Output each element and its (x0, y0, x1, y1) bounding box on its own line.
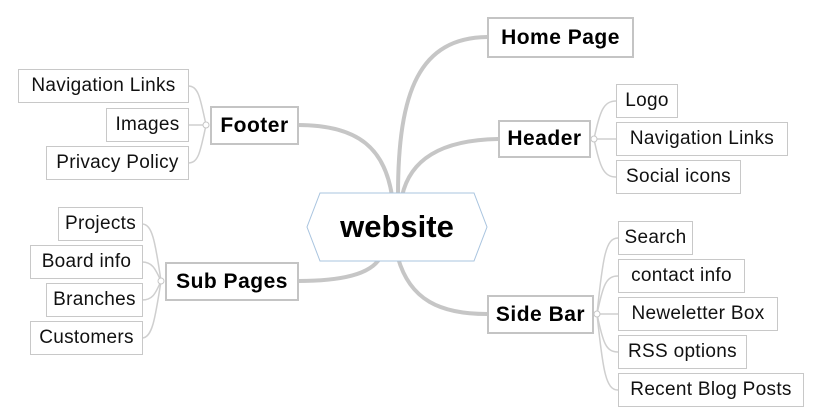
topic-label: Home Page (501, 25, 620, 49)
subtopic-branches[interactable]: Branches (46, 283, 143, 317)
subtopic-projects[interactable]: Projects (58, 207, 143, 241)
subtopic-logo[interactable]: Logo (616, 84, 678, 118)
topic-footer[interactable]: Footer (210, 106, 299, 145)
topic-sub-pages[interactable]: Sub Pages (165, 262, 299, 301)
topic-label: Side Bar (495, 302, 586, 326)
central-topic-label: website (340, 209, 454, 244)
subtopic-recent-blog-posts[interactable]: Recent Blog Posts (618, 373, 804, 407)
subtopic-newsletter-box[interactable]: Neweletter Box (618, 297, 778, 331)
topic-label: Footer (220, 113, 289, 137)
topic-label: Header (507, 127, 582, 150)
subtopic-board-info[interactable]: Board info (30, 245, 143, 279)
subtopic-customers[interactable]: Customers (30, 321, 143, 355)
topic-header[interactable]: Header (498, 120, 591, 158)
topic-home-page[interactable]: Home Page (487, 17, 634, 58)
subtopic-rss-options[interactable]: RSS options (618, 335, 747, 369)
subtopic-header-navigation-links[interactable]: Navigation Links (616, 122, 788, 156)
central-topic[interactable]: website (306, 192, 488, 262)
subtopic-images[interactable]: Images (106, 108, 189, 142)
subtopic-social-icons[interactable]: Social icons (616, 160, 741, 194)
topic-label: Sub Pages (176, 269, 288, 293)
subtopic-privacy-policy[interactable]: Privacy Policy (46, 146, 189, 180)
hexagon-shape (306, 192, 488, 262)
subtopic-footer-navigation-links[interactable]: Navigation Links (18, 69, 189, 103)
subtopic-contact-info[interactable]: contact info (618, 259, 745, 293)
topic-side-bar[interactable]: Side Bar (487, 295, 594, 334)
subtopic-search[interactable]: Search (618, 221, 693, 255)
